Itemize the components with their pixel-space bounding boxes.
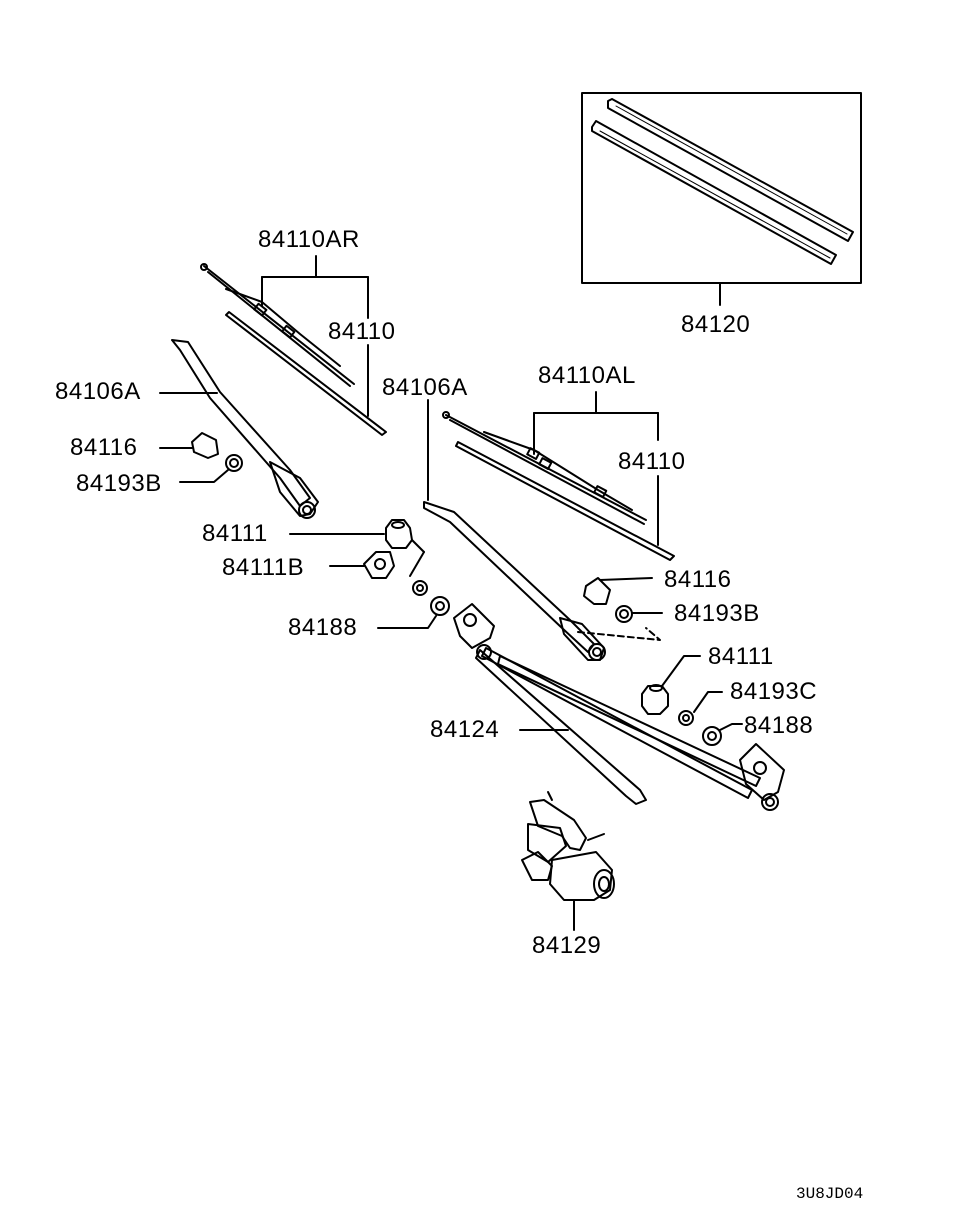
- nut-rh: [180, 455, 242, 482]
- linkage: [454, 604, 784, 810]
- callout-84193b-lh: 84193B: [674, 600, 760, 627]
- pivot-cap-b: [330, 552, 394, 578]
- refill-inset: [582, 93, 861, 305]
- callout-84106a-rh: 84106A: [55, 378, 141, 405]
- callout-84129: 84129: [532, 932, 602, 959]
- wiper-blade-rh: [201, 264, 386, 435]
- wiper-arm-lh: [424, 400, 660, 660]
- callout-84110ar: 84110AR: [258, 226, 360, 253]
- callout-84116-rh: 84116: [70, 434, 138, 461]
- wiper-blade-lh: [443, 412, 674, 560]
- callout-84120: 84120: [681, 311, 751, 338]
- callout-84188-rh: 84188: [288, 614, 358, 641]
- callout-84111b: 84111B: [222, 554, 305, 581]
- callout-84124: 84124: [430, 716, 500, 743]
- callout-84116-lh: 84116: [664, 566, 732, 593]
- callout-84110-lh: 84110: [618, 448, 686, 475]
- callout-84110-rh: 84110: [328, 318, 396, 345]
- bushing-lh: [703, 724, 742, 745]
- callout-84193b-rh: 84193B: [76, 470, 162, 497]
- wiper-motor: [522, 792, 614, 930]
- callout-84193c: 84193C: [730, 678, 818, 705]
- callout-84106a-lh: 84106A: [382, 374, 468, 401]
- callout-84110al: 84110AL: [538, 362, 636, 389]
- wiper-arm-rh: [160, 340, 318, 518]
- nut-lh: [616, 606, 662, 622]
- cap-lh: [584, 578, 652, 604]
- bushing-rh: [378, 597, 449, 628]
- callout-84111-lh: 84111: [708, 643, 774, 670]
- bracket-84110ar: [262, 256, 368, 416]
- figure-code: 3U8JD04: [796, 1185, 864, 1203]
- nut-c: [679, 692, 722, 725]
- small-nut-rh: [413, 581, 427, 595]
- cap-rh: [160, 433, 218, 458]
- bracket-84110al: [534, 392, 658, 545]
- pivot-cap-rh: [290, 520, 424, 576]
- callout-84188-lh: 84188: [744, 712, 814, 739]
- callout-84111-rh: 84111: [202, 520, 268, 547]
- pivot-cap-lh: [642, 656, 700, 714]
